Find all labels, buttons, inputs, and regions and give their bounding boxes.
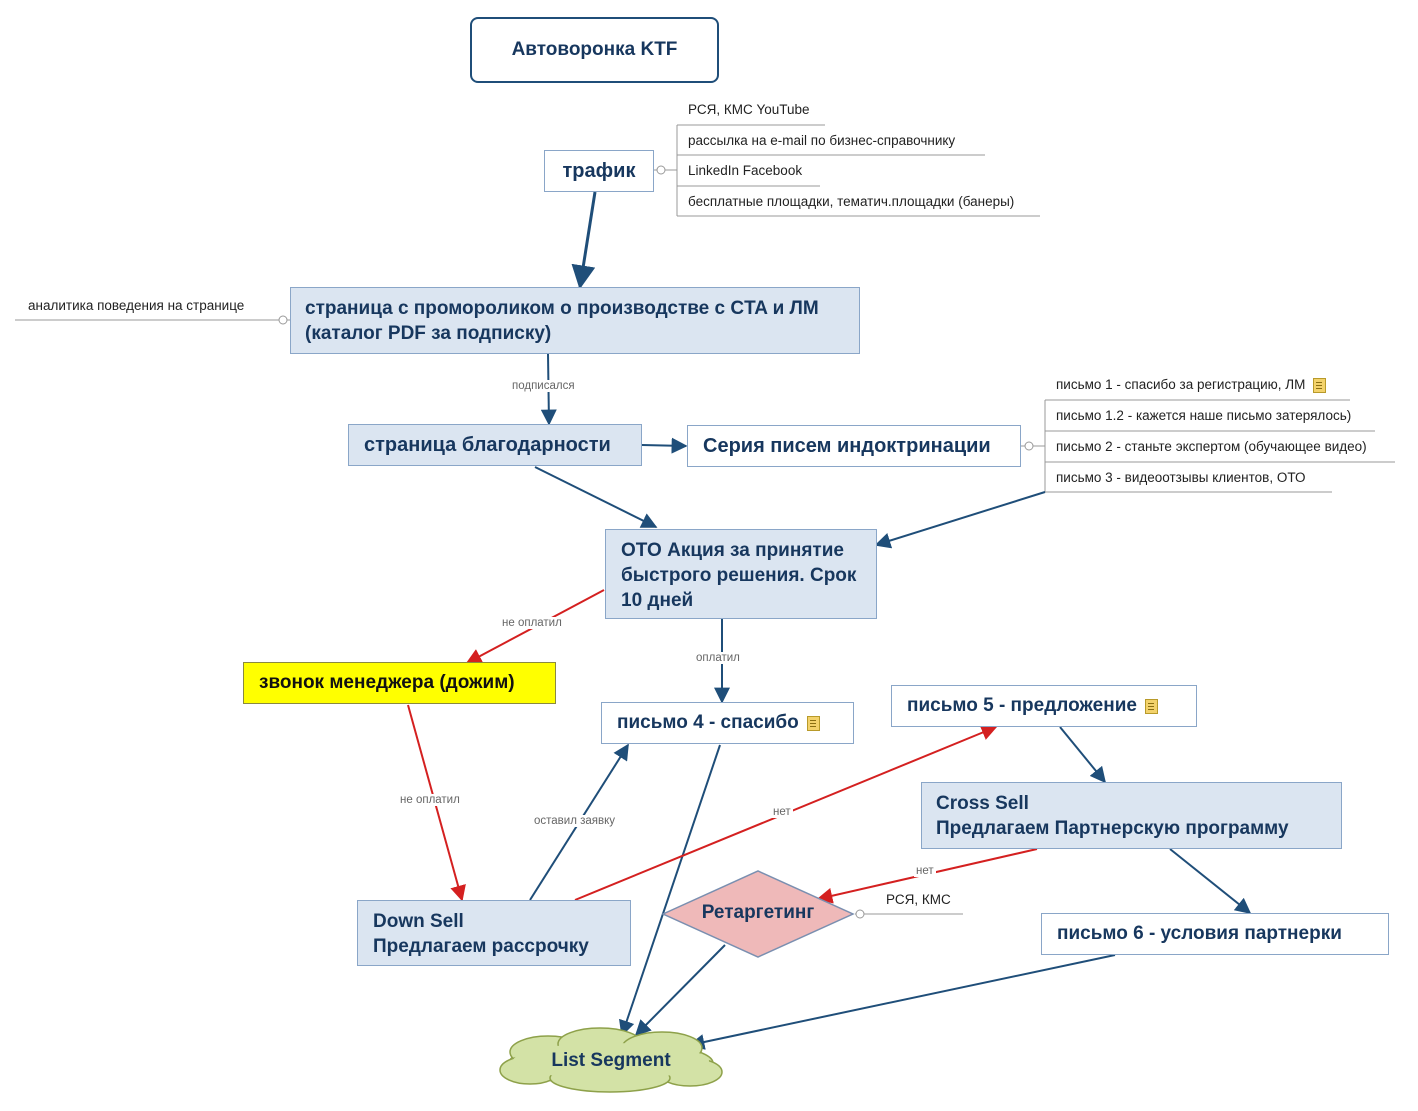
edge-label-subscribed: подписался: [510, 380, 577, 392]
indoctrination-node: Серия писем индоктринации: [687, 425, 1021, 467]
traffic-source-1: РСЯ, КМС YouTube: [688, 102, 810, 117]
analytics-note: аналитика поведения на странице: [28, 298, 245, 313]
arrow-letter6-to-listsegment: [688, 954, 1116, 1050]
arrow-retargeting-to-listsegment: [634, 944, 726, 1037]
arrow-crosssell-to-letter6: [1169, 848, 1252, 914]
arrow-letters-to-oto: [874, 491, 1046, 549]
retargeting-label: Ретаргетинг: [701, 902, 815, 923]
cross-sell-node: Cross Sell Предлагаем Партнерскую програ…: [921, 782, 1342, 849]
traffic-sources-bracket: [654, 124, 1040, 217]
letter5-label: письмо 5 - предложение: [907, 695, 1137, 716]
arrow-letter4-to-listsegment: [619, 744, 721, 1037]
edge-label-no-2: нет: [914, 865, 936, 877]
letter-1-text: письмо 1 - спасибо за регистрацию, ЛМ: [1056, 377, 1306, 392]
note-icon: [1313, 377, 1327, 393]
arrow-traffic-to-promo: [571, 191, 597, 290]
manager-call-node: звонок менеджера (дожим): [243, 662, 556, 704]
traffic-source-3: LinkedIn Facebook: [688, 163, 803, 178]
traffic-source-2: рассылка на e-mail по бизнес-справочнику: [688, 133, 956, 148]
edge-label-not-paid-2: не оплатил: [398, 794, 462, 806]
traffic-source-4: бесплатные площадки, тематич.площадки (б…: [688, 194, 1015, 209]
retargeting-diamond: [661, 870, 855, 958]
letter-1-2: письмо 1.2 - кажется наше письмо затерял…: [1056, 408, 1352, 423]
traffic-label: трафик: [562, 159, 636, 182]
edge-label-left-request: оставил заявку: [532, 815, 618, 827]
letter5-node: письмо 5 - предложение: [891, 685, 1197, 727]
letter4-label: письмо 4 - спасибо: [617, 712, 799, 733]
down-sell-title: Down Sell: [373, 911, 464, 932]
retargeting-source-line: [855, 909, 963, 919]
letter-2: письмо 2 - станьте экспертом (обучающее …: [1056, 439, 1367, 454]
cross-sell-title: Cross Sell: [936, 793, 1029, 814]
list-segment-label: List Segment: [551, 1050, 671, 1071]
retargeting-source: РСЯ, КМС: [886, 892, 951, 907]
edge-label-paid: оплатил: [694, 652, 742, 664]
cross-sell-subtitle: Предлагаем Партнерскую программу: [936, 818, 1289, 839]
analytics-note-line: [15, 315, 290, 325]
oto-label: OTO Акция за принятие быстрого решения. …: [621, 540, 857, 611]
promo-page-label: страница с промороликом о производстве с…: [305, 298, 819, 344]
traffic-node: трафик: [544, 150, 654, 192]
edge-label-no-1: нет: [771, 806, 793, 818]
down-sell-subtitle: Предлагаем рассрочку: [373, 936, 589, 957]
letter6-label: письмо 6 - условия партнерки: [1057, 923, 1342, 944]
letter-1: письмо 1 - спасибо за регистрацию, ЛМ: [1056, 377, 1327, 393]
thanks-page-label: страница благодарности: [364, 433, 611, 456]
arrow-thanks-to-oto: [534, 466, 658, 528]
indoctrination-label: Серия писем индоктринации: [703, 434, 991, 457]
manager-call-label: звонок менеджера (дожим): [259, 672, 515, 693]
arrow-letter5-to-crosssell: [1059, 726, 1107, 784]
oto-node: OTO Акция за принятие быстрого решения. …: [605, 529, 877, 619]
letter4-node: письмо 4 - спасибо: [601, 702, 854, 744]
edge-label-not-paid-1: не оплатил: [500, 617, 564, 629]
page-title: Автоворонка KTF: [470, 17, 719, 83]
note-icon: [806, 715, 820, 731]
letters-bracket: [1021, 399, 1395, 493]
thanks-page-node: страница благодарности: [348, 424, 642, 466]
letter-3: письмо 3 - видеоотзывы клиентов, ОТО: [1056, 470, 1306, 485]
arrow-thanks-to-indoctrination: [641, 437, 688, 454]
promo-page-node: страница с промороликом о производстве с…: [290, 287, 860, 354]
note-icon: [1144, 698, 1158, 714]
down-sell-node: Down Sell Предлагаем рассрочку: [357, 900, 631, 966]
page-title-text: Автоворонка KTF: [511, 39, 678, 60]
letter6-node: письмо 6 - условия партнерки: [1041, 913, 1389, 955]
